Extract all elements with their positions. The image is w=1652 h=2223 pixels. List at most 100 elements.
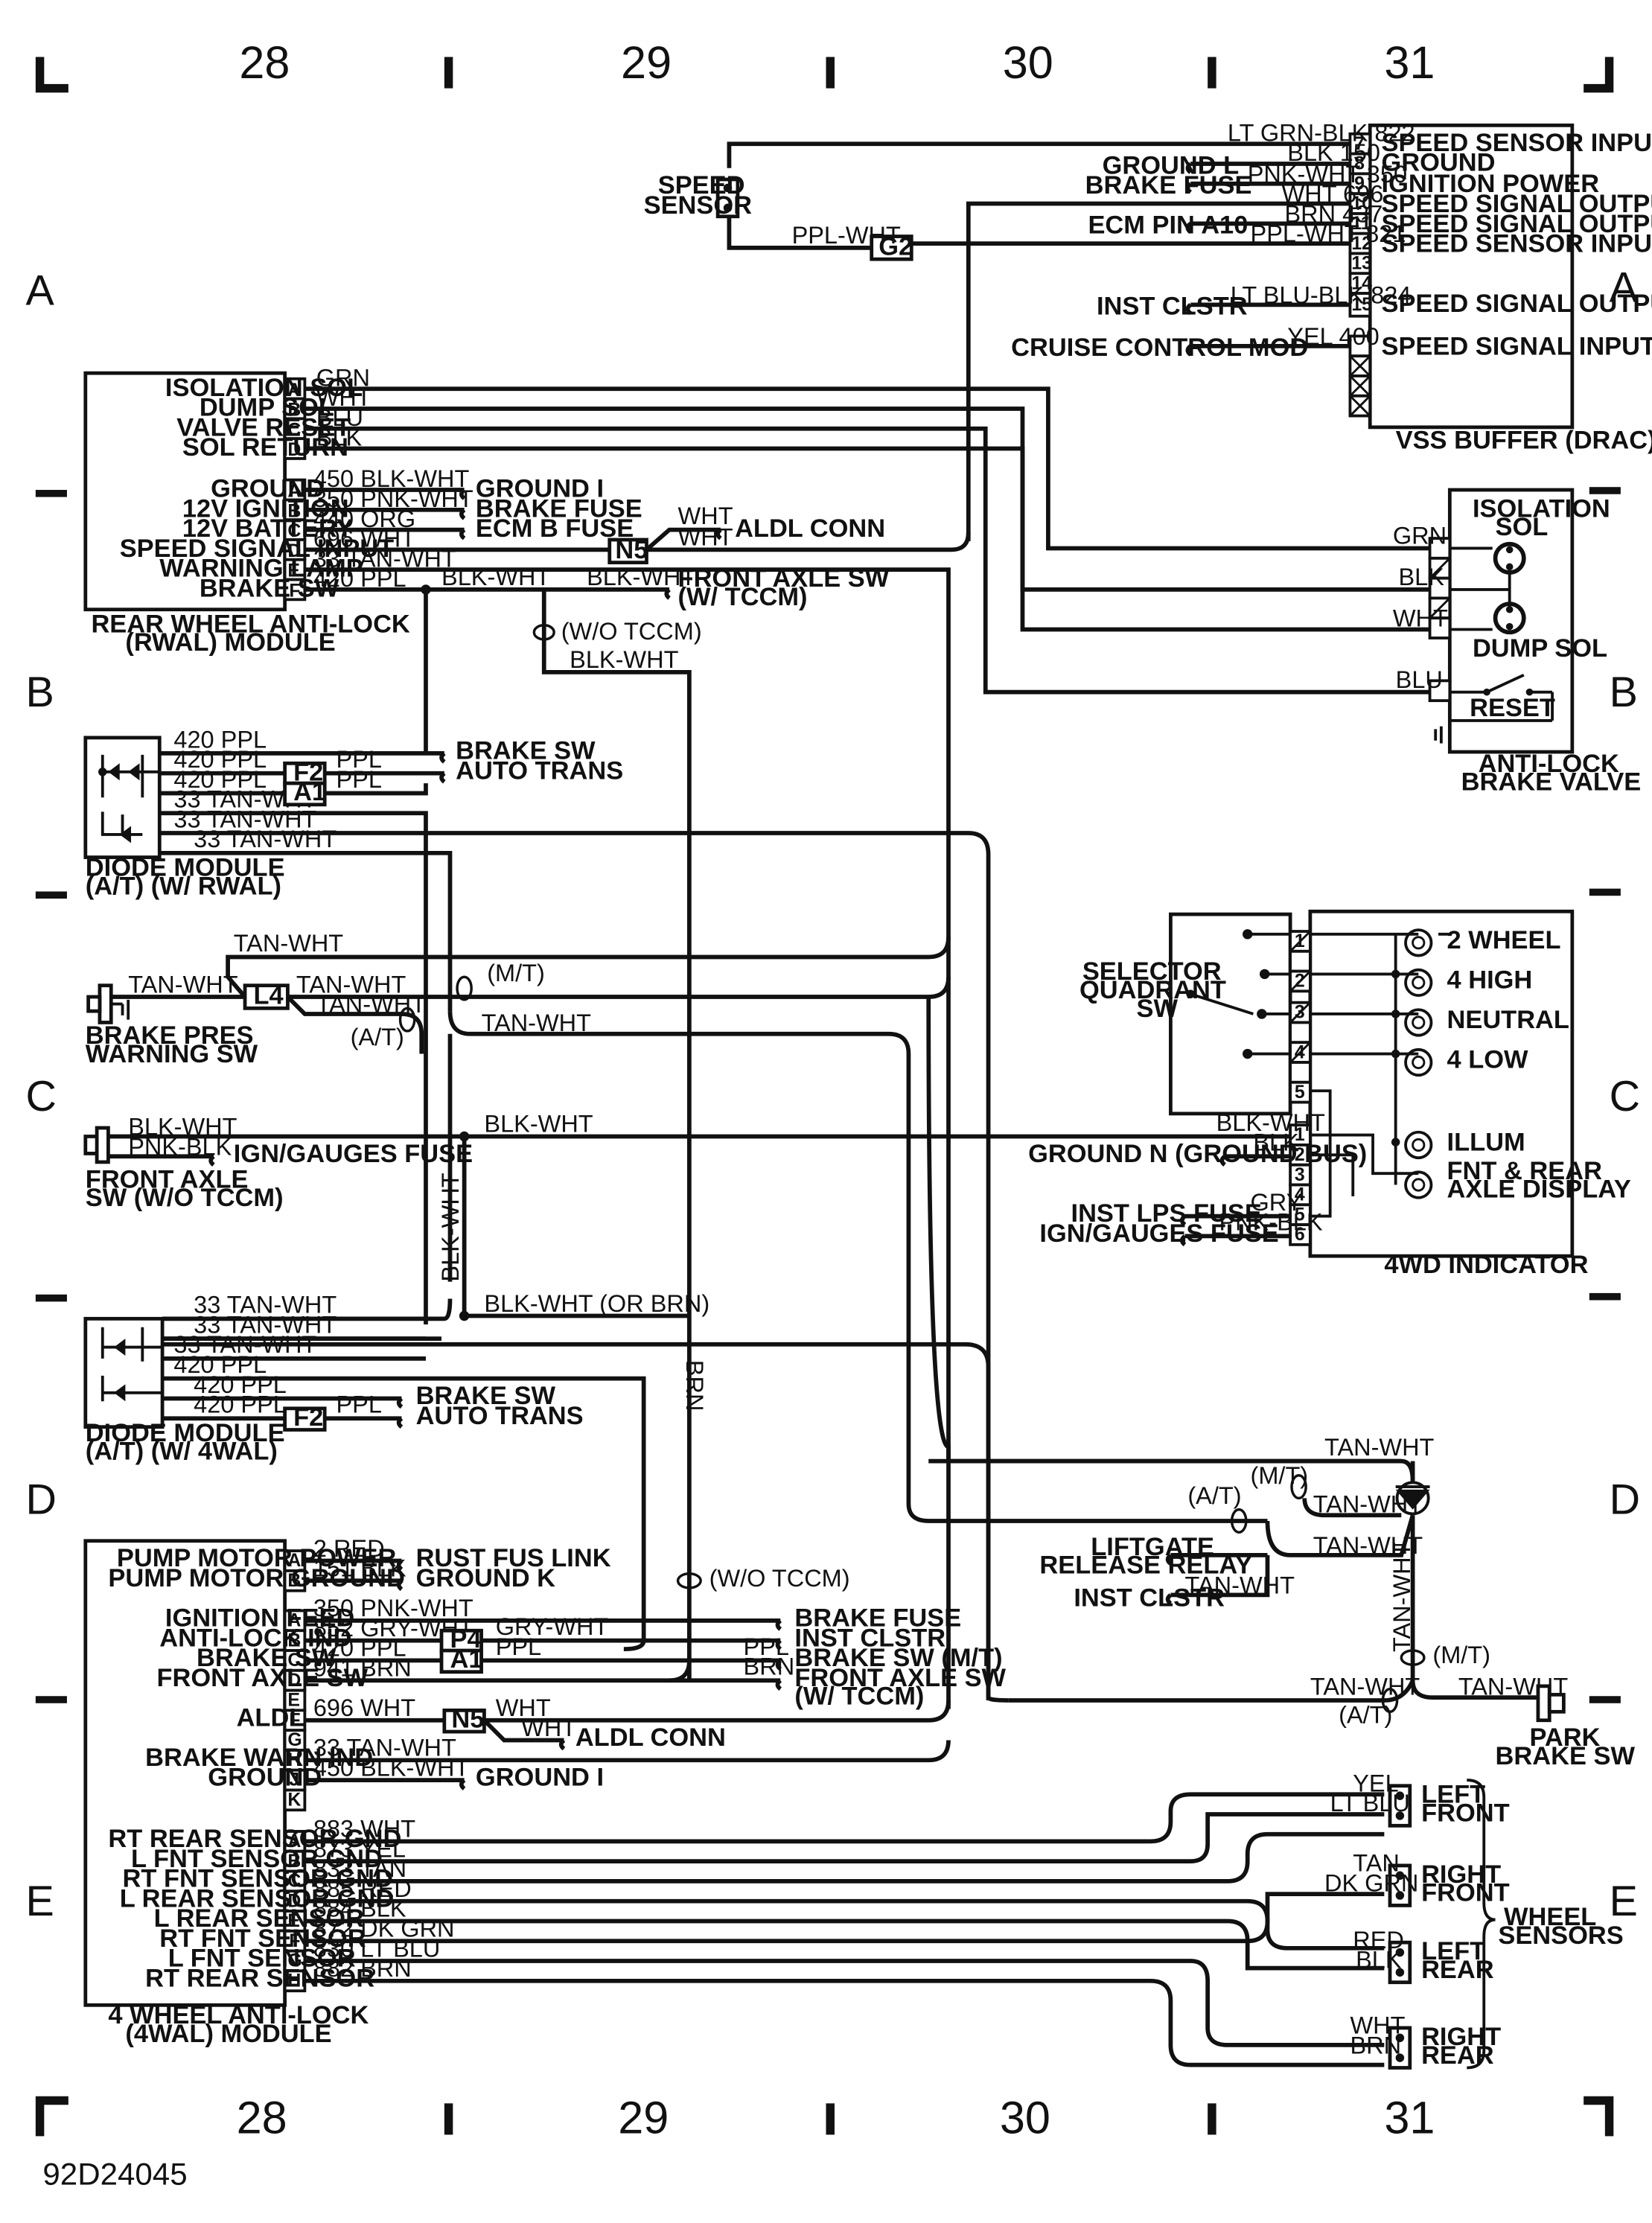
grid-row-left: C xyxy=(25,1073,56,1120)
grid-row-right: B xyxy=(1610,669,1638,716)
sensor-wire: BLK xyxy=(1356,1947,1402,1974)
diode2-title: (A/T) (W/ 4WAL) xyxy=(86,1438,278,1466)
rwal-pin: E xyxy=(287,561,300,581)
rwal-dest: ECM B FUSE xyxy=(476,514,634,543)
g2-connector: G2 xyxy=(878,232,913,261)
grid-col-bottom: 31 xyxy=(1384,2092,1435,2143)
vss-func: SPEED SIGNAL OUTPUT xyxy=(1382,210,1652,238)
vss-pin: 7 xyxy=(1354,133,1365,154)
diode-module-rwal: 420 PPL 420 PPL 420 PPL 33 TAN-WHT 33 TA… xyxy=(83,726,1009,1703)
4wal-dest: RUST FUS LINK xyxy=(416,1544,611,1572)
brake-pres-title: WARNING SW xyxy=(86,1040,258,1068)
sensor-wire: LT BLU xyxy=(1330,1790,1410,1817)
vss-func: SPEED SENSOR INPUT xyxy=(1382,129,1652,157)
vss-pin: 10 xyxy=(1351,193,1372,214)
sensor-wire: WHT xyxy=(1350,2012,1405,2039)
sel-pin: 3 xyxy=(1295,1164,1305,1185)
4wal-pin: F xyxy=(289,1930,300,1951)
brake-pres-w1: TAN-WHT xyxy=(296,971,406,998)
diode1-wire: 33 TAN-WHT xyxy=(173,806,316,832)
diode1-wire: 420 PPL xyxy=(173,746,267,773)
diode1-ppl: PPL xyxy=(336,766,381,793)
4wal-pin: H xyxy=(287,1970,301,1991)
4wal-func: RT FNT SENSOR xyxy=(159,1924,366,1953)
frame: 28 29 30 31 28 29 30 31 A B C D E A B C … xyxy=(25,37,1640,2191)
selector-label: SELECTOR xyxy=(1082,957,1222,986)
rwal-title: (RWAL) MODULE xyxy=(125,628,335,657)
4wal-title: (4WAL) MODULE xyxy=(125,2020,331,2048)
abv-title: ANTI-LOCK xyxy=(1479,750,1619,778)
4wal-pin: A xyxy=(287,1550,301,1571)
park-at: (A/T) xyxy=(1187,1482,1241,1509)
speed-sensor-label: SPEED xyxy=(658,171,745,200)
4wal-func: GROUND xyxy=(208,1764,322,1792)
lamp-icon xyxy=(1404,928,1433,1199)
grid-row-left: A xyxy=(25,267,54,314)
rwal-pin: B xyxy=(287,400,301,421)
abv-dump-label: DUMP SOL xyxy=(1473,634,1607,663)
4wal-dest: BRAKE SW (M/T) xyxy=(794,1644,1002,1672)
sensor-name: FRONT xyxy=(1421,1799,1510,1828)
front-axle-vert: BLK-WHT xyxy=(437,1173,464,1281)
rwal-front-axle: FRONT AXLE SW xyxy=(678,564,890,593)
grid-row-right: A xyxy=(1610,264,1639,312)
sel-wire: BLK xyxy=(1253,1129,1299,1156)
diode1-wire: 420 PPL xyxy=(173,726,267,753)
grid-row-left: E xyxy=(25,1878,54,1925)
sel-pin: 2 xyxy=(1295,971,1305,992)
park-brake-sw-area: TAN-WHT (M/T) TAN-WHT (A/T) TAN-WHT LIFT… xyxy=(926,997,1636,1770)
sel-pin: 1 xyxy=(1295,931,1305,951)
4wal-pin: B xyxy=(287,1630,301,1650)
brake-pres-mt: (M/T) xyxy=(487,960,545,986)
4wal-pin: H xyxy=(287,1750,301,1770)
4wal-func: ANTI-LOCK IND xyxy=(159,1624,351,1652)
lamp-label: ILLUM xyxy=(1447,1129,1525,1157)
park-mt2: (M/T) xyxy=(1432,1642,1490,1668)
speed-sensor-wire: PPL-WHT xyxy=(792,222,901,249)
sensor-name: LEFT xyxy=(1421,1937,1485,1965)
4wal-func: L FNT SENSOR xyxy=(168,1945,356,1973)
abv-wire: GRN xyxy=(1393,523,1447,549)
sensor-wire: DK GRN xyxy=(1324,1869,1418,1896)
lamp-label: 4 HIGH xyxy=(1447,966,1533,995)
front-axle-run: BLK-WHT xyxy=(484,1111,593,1138)
sensor-name: REAR xyxy=(1421,2041,1494,2070)
vss-pin: 13 xyxy=(1351,253,1372,274)
vss-buffer: 7 8 9 10 11 12 13 14 15 SPEED SENSOR INP… xyxy=(727,119,1652,541)
4wal-pin: A xyxy=(287,1610,301,1631)
lamp-label: 4 LOW xyxy=(1447,1046,1529,1074)
sel-dest: IGN/GAUGES FUSE xyxy=(1039,1219,1278,1248)
rwal-drop-wire: BLK-WHT xyxy=(570,646,678,673)
sensor-wire: TAN xyxy=(1353,1850,1400,1877)
abv-wire: BLK xyxy=(1398,564,1444,590)
rwal-n5: N5 xyxy=(615,536,648,564)
park-w-left: TAN-WHT xyxy=(1310,1673,1420,1700)
rwal-aldl: ALDL CONN xyxy=(735,514,885,543)
rwal-dest: GROUND I xyxy=(476,475,604,503)
diode1-wire: 420 PPL xyxy=(173,766,267,793)
grid-col-top: 30 xyxy=(1003,37,1053,88)
4wal-func: RT REAR SENSOR xyxy=(145,1964,374,1992)
park-vert: TAN-WHT xyxy=(1388,1542,1415,1652)
abv-wire: WHT xyxy=(1393,605,1448,632)
figure-code: 92D24045 xyxy=(42,2156,187,2191)
sensor-wire: RED xyxy=(1353,1927,1404,1954)
vss-pin: 12 xyxy=(1351,233,1372,254)
grid-row-right: D xyxy=(1610,1476,1640,1523)
diode1-brake-sw: BRAKE SW xyxy=(456,737,596,765)
4wal-dest: BRAKE FUSE xyxy=(794,1604,961,1633)
rwal-pin: B xyxy=(287,500,301,521)
park-inst: INST CLSTR xyxy=(1074,1584,1225,1613)
sensors-title: WHEEL xyxy=(1504,1903,1596,1931)
park-title: BRAKE SW xyxy=(1496,1742,1636,1770)
4wal-pin: K xyxy=(287,1790,301,1811)
grid-col-bottom: 29 xyxy=(618,2092,669,2143)
4wal-sensor-wire: 883 WHT xyxy=(313,1816,415,1843)
grid-col-bottom: 30 xyxy=(1000,2092,1050,2143)
4wal-ppl2: PPL xyxy=(744,1633,789,1660)
4wal-pin: D xyxy=(287,1670,301,1691)
4wal-ppl: PPL xyxy=(496,1633,541,1660)
4wal-func: BRAKE WARN IND xyxy=(145,1744,373,1772)
4wal-pin: A xyxy=(287,1831,301,1852)
sel-dest: INST LPS FUSE xyxy=(1071,1199,1262,1228)
